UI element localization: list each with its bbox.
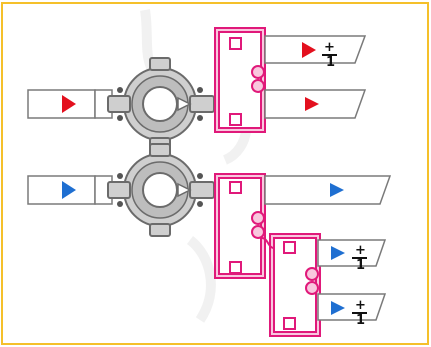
output-wire-blue-increment-2: + 1: [317, 293, 387, 328]
output-wire-red: [264, 89, 367, 119]
svg-text:+: +: [355, 298, 366, 313]
arrow-right-icon: [62, 181, 76, 199]
arrow-right-icon: [302, 42, 316, 58]
plus-minus-one-icon: + 1: [322, 40, 337, 70]
block-connector: [261, 237, 275, 249]
svg-text:1: 1: [356, 313, 365, 328]
square-port-icon: [229, 113, 242, 126]
svg-text:1: 1: [326, 55, 335, 70]
arrow-right-icon: [331, 246, 345, 260]
arrow-right-icon: [305, 97, 319, 111]
splitter-block-3: [269, 233, 321, 337]
splitter-block-1: [214, 27, 266, 133]
gear-icon: [107, 57, 215, 151]
gear-icon: [107, 143, 215, 237]
splitter-block-2: [214, 173, 266, 279]
double-ring-icon: [305, 267, 319, 295]
arrow-right-icon: [62, 95, 76, 113]
plus-minus-one-icon: + 1: [352, 298, 367, 328]
input-wire-red: [27, 89, 113, 119]
output-wire-blue-increment-1: + 1: [317, 239, 387, 273]
output-wire-blue: [264, 175, 392, 205]
square-port-icon: [283, 241, 296, 254]
svg-text:+: +: [355, 243, 366, 258]
svg-text:1: 1: [356, 258, 365, 273]
arrow-right-icon: [330, 183, 344, 197]
square-port-icon: [229, 181, 242, 194]
square-port-icon: [229, 37, 242, 50]
double-ring-icon: [251, 65, 265, 93]
output-wire-red-increment: + 1: [264, 35, 367, 70]
plus-minus-one-icon: + 1: [352, 243, 367, 273]
square-port-icon: [229, 261, 242, 274]
square-port-icon: [283, 317, 296, 330]
svg-text:+: +: [324, 40, 335, 55]
arrow-right-icon: [331, 301, 345, 315]
double-ring-icon: [251, 211, 265, 239]
input-wire-blue: [27, 175, 113, 205]
